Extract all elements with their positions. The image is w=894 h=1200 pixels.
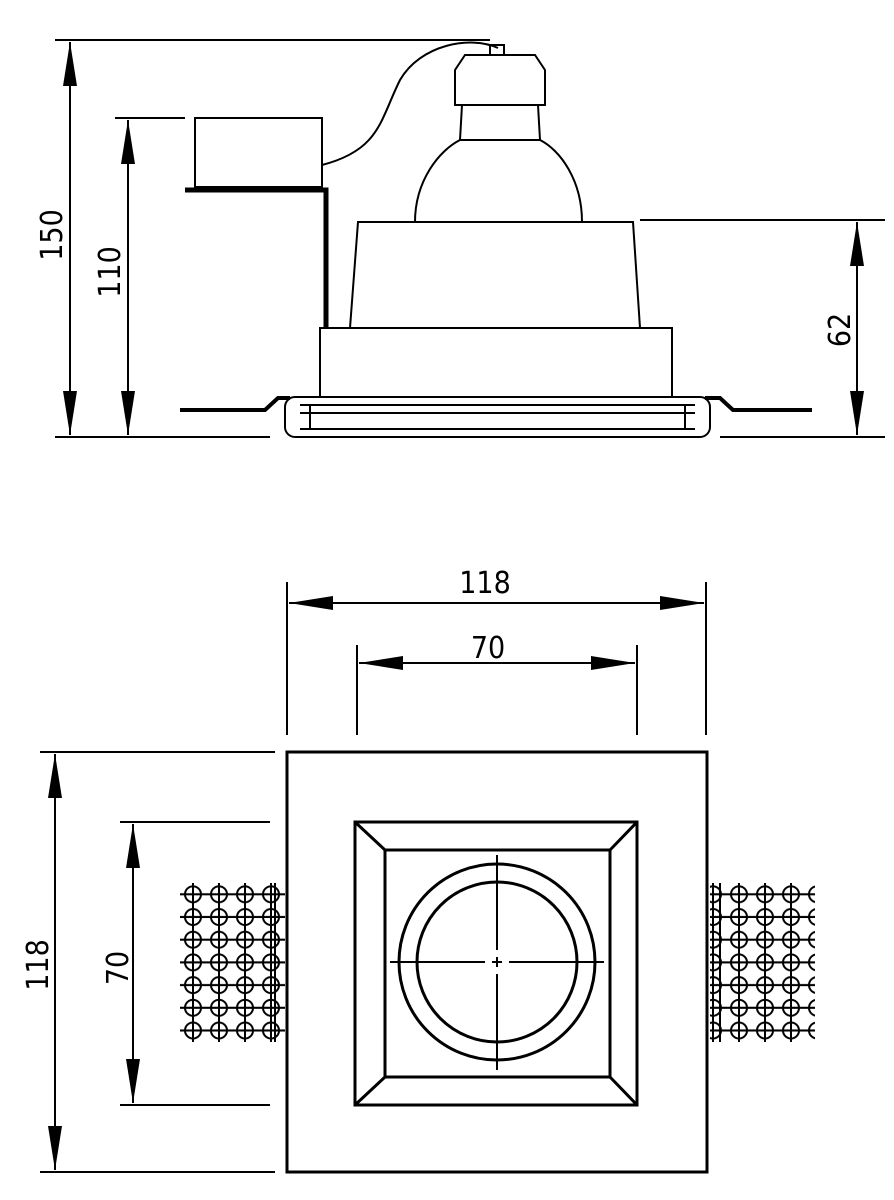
dimension-outer-width: 118 — [286, 566, 707, 735]
label-outer-width: 118 — [459, 566, 511, 601]
label-body-height: 110 — [93, 246, 128, 298]
dimension-total-height: 150 — [35, 39, 490, 438]
dimension-inner-height: 70 — [101, 821, 270, 1106]
dimension-outer-height: 118 — [21, 751, 275, 1173]
lamp — [414, 44, 583, 223]
inner-frame — [353, 820, 639, 1107]
cable — [321, 41, 499, 166]
label-total-height: 150 — [35, 209, 70, 261]
label-inner-width: 70 — [471, 631, 505, 666]
lamp-aperture — [390, 855, 604, 1070]
label-outer-height: 118 — [21, 939, 56, 991]
dimension-body-height: 110 — [93, 117, 185, 435]
mesh-wing-right — [710, 883, 815, 1042]
label-inner-height: 70 — [101, 951, 136, 985]
housing — [319, 221, 673, 398]
junction-box — [185, 117, 329, 328]
dimension-inner-width: 70 — [356, 631, 638, 735]
label-trim-height: 62 — [823, 313, 858, 347]
top-view: 118 70 118 70 — [21, 566, 815, 1174]
dimension-trim-height: 62 — [640, 219, 885, 438]
mesh-wing-left — [180, 883, 285, 1042]
flange — [180, 396, 812, 438]
side-view: 150 110 62 — [35, 39, 885, 438]
